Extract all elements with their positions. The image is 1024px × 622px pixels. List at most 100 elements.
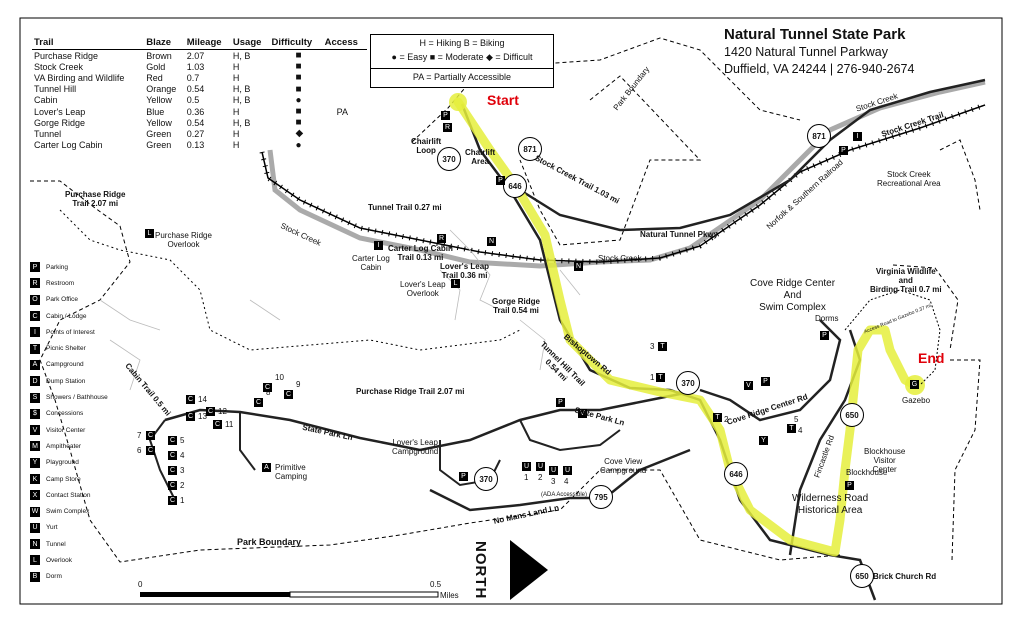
blaze-color-cell: Red [146,72,163,83]
mileage-cell: 1.03 [186,61,205,72]
key-difficulty-line: ● = Easy ■ = Moderate ◆ = Difficult [391,52,533,62]
yurt-icon: U [30,522,40,533]
legend-label: Overlook [46,556,73,564]
carter-log-cabin-label: Carter Log Cabin [352,254,390,272]
yurt-number: 4 [564,477,569,486]
square-difficulty-icon: ■ [295,106,302,118]
mileage-cell: 0.27 [186,128,205,139]
cabin-icon: C [168,496,177,505]
scale-unit-label: Miles [440,591,459,600]
purchase-ridge-overlook-label: Purchase Ridge Overlook [155,231,212,249]
trail-name-cell: Tunnel [34,128,62,139]
mileage-header: Mileage [184,36,231,50]
cabin-icon: C [254,398,263,407]
cabin-icon: C [186,395,195,404]
parking-icon: P [496,176,505,185]
route-646-shield: 646 [503,174,527,198]
access-header: Access [322,36,367,50]
cabin-trail-road [148,412,256,501]
legend-label: Tunnel [46,540,66,548]
parking-icon: P [556,398,565,407]
shelter-number: 4 [798,426,803,435]
cabin-number: 2 [180,481,185,490]
shelter-number: 3 [650,342,655,351]
chairlift-area-label: Chairlift Area [465,148,496,166]
yurt-number: 1 [524,473,529,482]
blockhouse-label: Blockhouse [846,468,888,477]
purchase-ridge-trail-top-label: Purchase Ridge Trail 2.07 mi [65,190,126,208]
terrain-contours [99,229,581,391]
overlook-icon: L [30,555,40,566]
stock-creek-recreational-area-label: Stock Creek Recreational Area [877,170,941,188]
usage-cell: H [232,61,240,72]
legend-label: Visitor Center [46,426,86,434]
natural-tunnel-pkwy-label: Natural Tunnel Pkwy [640,230,719,239]
parking-icon: P [820,331,829,340]
trail-header: Trail [32,36,145,50]
legend-label: Showers / Bathhouse [46,394,108,402]
cabin-lodge-icon: C [30,311,40,322]
cabin-number: 5 [180,436,185,445]
usage-cell: H [232,128,240,139]
square-difficulty-icon: ■ [295,50,302,62]
scale-bar-black [140,592,290,597]
cabin-icon: C [284,390,293,399]
cabin-icon: C [146,446,155,455]
diamond-difficulty-icon: ◆ [295,128,304,140]
primitive-camping-label: Primitive Camping [275,463,308,481]
access-cell [323,61,367,72]
dorms-label: Dorms [815,314,839,323]
ada-accessible-label: (ADA Accessible) [541,492,588,498]
parking-icon: P [845,481,854,490]
blaze-header: Blaze [144,36,185,50]
cabin-icon: C [263,383,272,392]
park-address: 1420 Natural Tunnel Parkway Duffield, VA… [724,44,914,78]
railroad-ties [259,102,986,265]
parking-icon: P [839,146,848,155]
purchase-ridge-trail-line [59,209,521,351]
cabin-number: 14 [198,395,207,404]
restroom-icon: R [437,234,446,243]
square-difficulty-icon: ■ [295,72,302,84]
picnic-shelter-icon: T [787,424,796,433]
cabin-number: 4 [180,451,185,460]
park-boundary-label-bottom: Park Boundary [237,537,302,547]
legend-label: Cabin / Lodge [46,312,87,320]
blaze-color-cell: Gold [146,61,166,72]
visitor-center-icon: V [578,409,587,418]
tunnel-icon: N [487,237,496,246]
no-mans-land-lane [429,448,691,512]
parking-icon: P [459,472,468,481]
blaze-color-cell: Yellow [146,117,172,128]
mileage-cell: 0.36 [186,106,205,117]
usage-cell: H, B [232,95,251,106]
route-646-shield-south: 646 [724,462,748,486]
cove-view-campground-label: Cove View Campground [600,457,647,475]
tunnel-icon: N [574,262,583,271]
point-of-interest-icon: I [853,132,862,141]
campground-icon: A [30,359,40,370]
trail-name-cell: Stock Creek [34,61,84,72]
brick-church-rd-label: Brick Church Rd [873,572,937,581]
blaze-color-cell: Blue [146,106,165,117]
usage-key: H = Hiking B = Biking ● = Easy ■ = Moder… [370,34,554,88]
legend-item: $Concessions [30,406,108,422]
cabin-number: 8 [266,388,271,397]
dump-station-icon: D [30,376,40,387]
usage-cell: H, B [232,50,251,61]
concessions-icon: $ [30,408,40,419]
legend-label: Restroom [46,279,75,287]
tunnel-icon: N [30,539,40,550]
blaze-color-cell: Yellow [146,95,172,106]
trail-table: Trail Blaze Mileage Usage Difficulty Acc… [32,36,367,151]
